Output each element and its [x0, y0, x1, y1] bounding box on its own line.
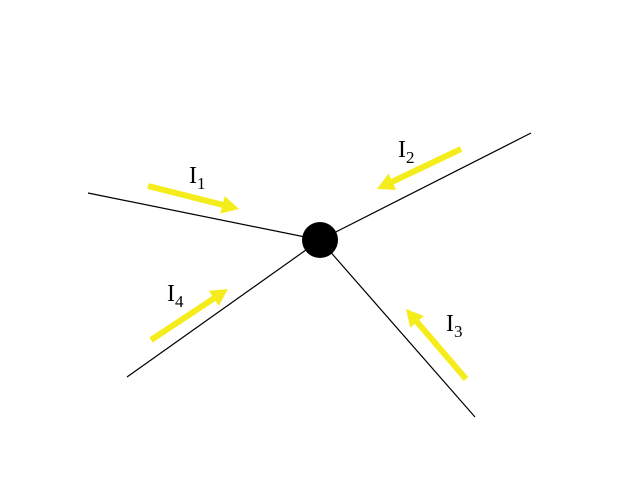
current-arrow-3 — [406, 309, 469, 381]
wire-3 — [319, 239, 476, 418]
wire-1 — [87, 192, 321, 241]
arrow-shaft — [390, 146, 463, 185]
arrowhead — [220, 196, 239, 214]
arrow-shaft — [149, 295, 217, 343]
current-label-2: I2 — [398, 137, 415, 167]
current-label-3: I3 — [446, 311, 463, 341]
current-arrow-4 — [149, 289, 228, 343]
wire-4 — [126, 239, 321, 378]
arrowhead — [406, 309, 424, 328]
arrow-shaft — [414, 319, 469, 381]
arrowhead — [377, 173, 397, 190]
wire-2 — [319, 132, 532, 241]
current-label-4: I4 — [167, 281, 184, 311]
junction-node — [302, 222, 338, 258]
current-arrow-2 — [377, 146, 463, 190]
arrow-shaft — [147, 183, 225, 208]
arrowhead — [208, 289, 228, 306]
current-arrow-1 — [147, 183, 239, 214]
current-label-1: I1 — [189, 163, 206, 193]
